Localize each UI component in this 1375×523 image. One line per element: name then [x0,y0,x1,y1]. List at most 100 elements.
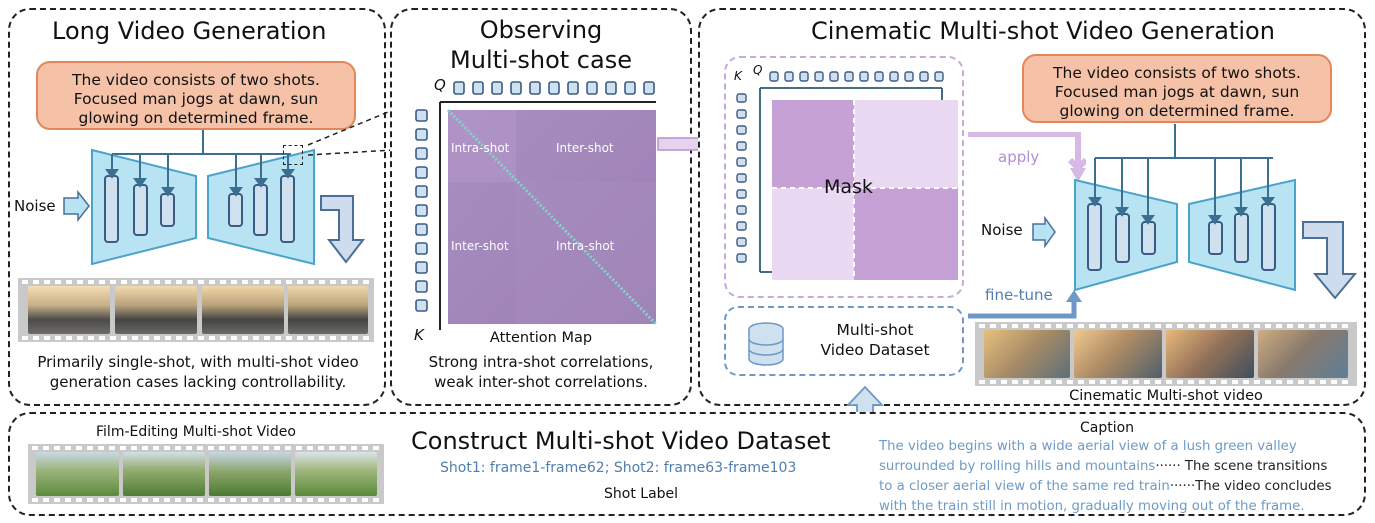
right-film-perforation-bottom [979,380,1353,384]
left-frame-2 [115,286,197,334]
middle-caption: Strong intra-shot correlations, weak int… [390,352,692,392]
right-film-strip [975,322,1357,386]
bottom-film-strip [28,444,384,504]
attention-diagonal [446,108,658,326]
quadrant-inter-1: Inter-shot [556,141,614,155]
finetune-arrow [968,290,1082,319]
right-output-arrow [1302,221,1358,300]
left-frame-3 [202,286,284,334]
right-text-prompt: The video consists of two shots. Focused… [1022,54,1332,123]
right-noise-label: Noise [981,221,1023,239]
caption-line-4: with the train still in motion, graduall… [879,497,1332,517]
construct-dataset-title: Construct Multi-shot Video Dataset [411,427,831,455]
finetune-label: fine-tune [985,286,1053,304]
mask-block-2 [854,100,958,188]
mask-block-3 [772,188,854,280]
middle-k-label: K [414,326,425,342]
left-output-arrow [320,195,366,264]
mask-label: Mask [824,176,873,198]
middle-k-tokens [415,109,428,312]
bottom-frame-3 [209,452,291,496]
database-icon [748,322,784,366]
right-dec-bar-1 [1208,221,1223,255]
left-caption-line-1: Primarily single-shot, with multi-shot v… [37,353,359,371]
right-prompt-line-1: The video consists of two shots. [1053,64,1301,82]
right-enc-bar-3 [1141,221,1156,255]
caption-body: The video begins with a wide aerial view… [879,437,1332,517]
right-q-label: Q [753,63,762,77]
middle-q-tokens [453,81,655,95]
left-frame-1 [28,286,110,334]
dataset-label-line-2: Video Dataset [820,341,930,359]
caption-line-2-dark: ······ The scene transitions [1155,459,1328,474]
left-film-perforation-top [22,280,370,284]
bottom-film-perforation-bottom [32,498,380,502]
apply-arrow [968,132,1086,182]
bottom-frame-4 [295,452,377,496]
middle-q-label: Q [434,76,446,94]
right-enc-bar-2 [1115,213,1130,263]
right-noise-arrow [1032,215,1056,249]
caption-line-1: The video begins with a wide aerial view… [879,437,1332,457]
mask-block-1 [772,100,854,188]
right-enc-bar-1 [1087,203,1102,271]
caption-line-3-dark: ······The video concludes [1169,479,1332,494]
shot-label: Shot Label [604,486,679,502]
caption-line-4-blue: with the train still in motion, graduall… [879,499,1305,514]
observing-title-line-1: Observing [479,16,603,44]
left-text-prompt: The video consists of two shots. Focused… [36,61,356,130]
mask-container [724,56,964,298]
left-caption-line-2: generation cases lacking controllability… [49,373,347,391]
left-film-perforation-bottom [22,336,370,340]
bottom-film-perforation-top [32,446,380,450]
quadrant-inter-2: Inter-shot [451,239,509,253]
right-q-tokens [769,71,944,82]
left-injection-arrows [105,154,295,197]
zoom-highlight-box [283,145,303,165]
attention-map-label: Attention Map [489,330,593,346]
right-injection-arrows [1088,158,1275,225]
film-editing-label: Film-Editing Multi-shot Video [96,424,296,440]
dataset-label-line-1: Multi-shot [836,321,914,339]
right-k-label: K [734,69,743,83]
left-prompt-line-1: The video consists of two shots. [72,71,320,89]
right-output-label: Cinematic Multi-shot video [1069,388,1263,404]
quadrant-intra-2: Intra-shot [556,239,615,253]
observing-title: Observing Multi-shot case [390,15,692,75]
middle-caption-line-2: weak inter-shot correlations. [434,373,648,391]
right-prompt-line-2: Focused man jogs at dawn, sun [1054,83,1300,101]
zoom-lines [307,109,394,156]
caption-line-2-blue: surrounded by rolling hills and mountain… [879,459,1156,474]
shot-frames-text: Shot1: frame1-frame62; Shot2: frame63-fr… [440,460,797,476]
left-prompt-line-2: Focused man jogs at dawn, sun [73,90,319,108]
bottom-frame-2 [123,452,205,496]
right-prompt-line-3: glowing on determined frame. [1059,102,1295,120]
caption-line-1-blue: The video begins with a wide aerial view… [879,439,1297,454]
long-video-generation-title: Long Video Generation [52,17,327,45]
left-enc-bar-1 [104,175,119,243]
left-dec-bar-2 [253,184,268,236]
right-frame-4 [1258,330,1348,378]
mask-block-4 [854,188,958,280]
left-prompt-line-3: glowing on determined frame. [78,109,314,127]
quadrant-intra-1: Intra-shot [451,141,510,155]
caption-title: Caption [1080,420,1135,436]
left-model-diagram [63,130,366,266]
left-frame-4 [288,286,368,334]
left-caption: Primarily single-shot, with multi-shot v… [20,352,376,392]
mask-diagram: K Q Mask [734,63,958,280]
left-enc-bar-3 [160,193,175,227]
cinematic-generation-title: Cinematic Multi-shot Video Generation [811,17,1275,45]
right-k-tokens [736,93,747,263]
observing-title-line-2: Multi-shot case [450,46,632,74]
right-film-perforation-top [979,324,1353,328]
caption-line-3-blue: to a closer aerial view of the same red … [879,479,1170,494]
caption-line-3: to a closer aerial view of the same red … [879,477,1332,497]
apply-label: apply [998,148,1040,166]
dataset-box [724,306,964,376]
right-dec-bar-3 [1261,203,1276,271]
dataset-label: Multi-shot Video Dataset [800,320,950,360]
left-noise-arrow [63,189,90,223]
left-dec-bar-1 [228,193,243,227]
caption-line-2: surrounded by rolling hills and mountain… [879,457,1332,477]
